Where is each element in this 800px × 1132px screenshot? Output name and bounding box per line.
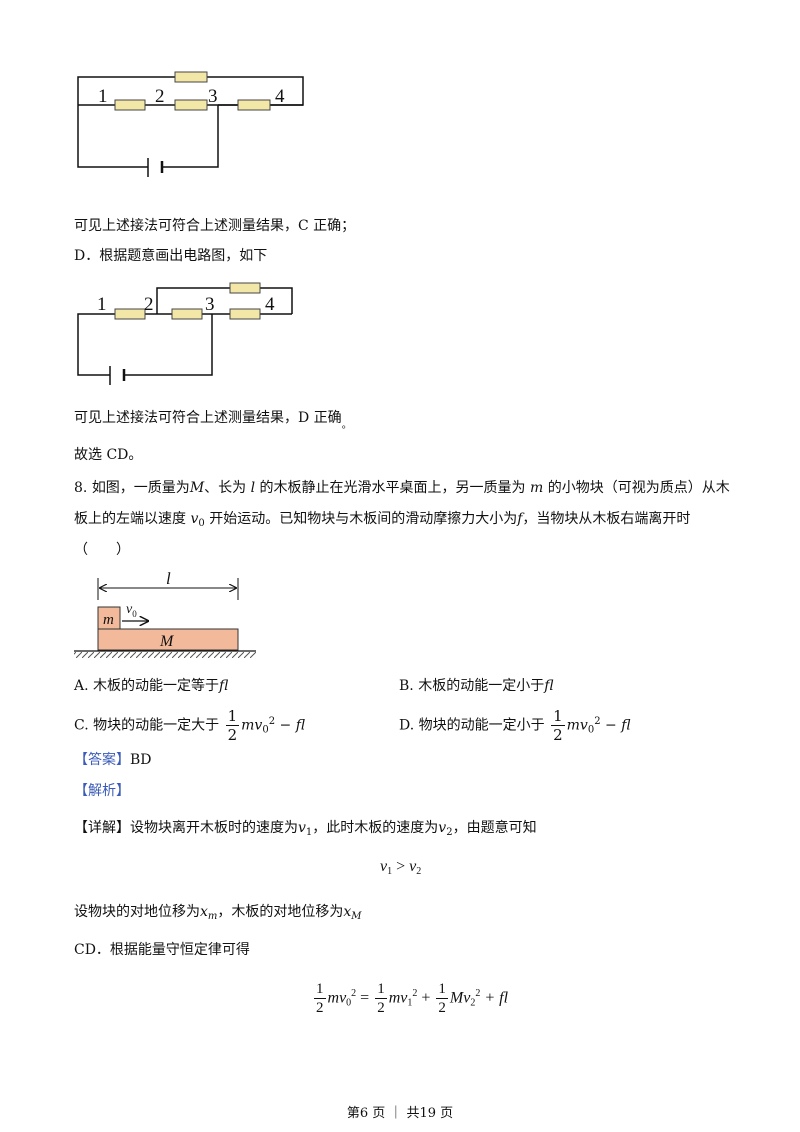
node-label-4: 4 (275, 86, 285, 107)
inequality: v1 > v2 (380, 858, 422, 877)
question-line-2: 板上的左端以速度 v0 开始运动。已知物块与木板间的滑动摩擦力大小为f，当物块从… (74, 511, 691, 529)
d-intro: D．根据题意画出电路图，如下 (74, 248, 268, 264)
answer-parentheses: （ ） (74, 542, 130, 558)
node-label-2: 2 (155, 86, 165, 107)
final-choice: 故选 CD。 (74, 447, 143, 463)
mass-M-label: M (159, 633, 175, 650)
circuit-diagram-1: 1 2 3 4 (77, 71, 304, 177)
page-footer: 第6 页 ｜ 共19 页 (346, 1106, 454, 1121)
node-label-4: 4 (265, 294, 275, 315)
node-label-1: 1 (98, 86, 108, 107)
mass-m-label: m (103, 612, 114, 628)
cd-line: CD．根据能量守恒定律可得 (74, 942, 250, 958)
circuit-diagram-2: 1 2 3 4 (77, 282, 293, 385)
length-label: l (166, 569, 171, 588)
c-conclusion: 可见上述接法可符合上述测量结果，C 正确； (74, 218, 356, 234)
board-block-figure: l m M v0 (74, 569, 256, 658)
answer-line: 【答案】BD (74, 752, 152, 768)
question-line-1: 8. 如图，一质量为M、长为 l 的木板静止在光滑水平桌面上，另一质量为 m 的… (74, 480, 730, 496)
option-a[interactable]: A. 木板的动能一定等于fl (74, 678, 229, 694)
option-b[interactable]: B. 木板的动能一定小于fl (399, 678, 554, 694)
analysis-heading: 【解析】 (74, 783, 130, 799)
node-label-2: 2 (144, 294, 154, 315)
d-conclusion: 可见上述接法可符合上述测量结果，D 正确。 (74, 410, 352, 431)
velocity-label: v0 (126, 602, 137, 619)
detail-line: 【详解】设物块离开木板时的速度为v1，此时木板的速度为v2，由题意可知 (74, 820, 537, 838)
node-label-3: 3 (208, 86, 218, 107)
node-label-1: 1 (97, 294, 107, 315)
displacement-line: 设物块的对地位移为xm，木板的对地位移为xM (74, 904, 362, 922)
node-label-3: 3 (205, 294, 215, 315)
